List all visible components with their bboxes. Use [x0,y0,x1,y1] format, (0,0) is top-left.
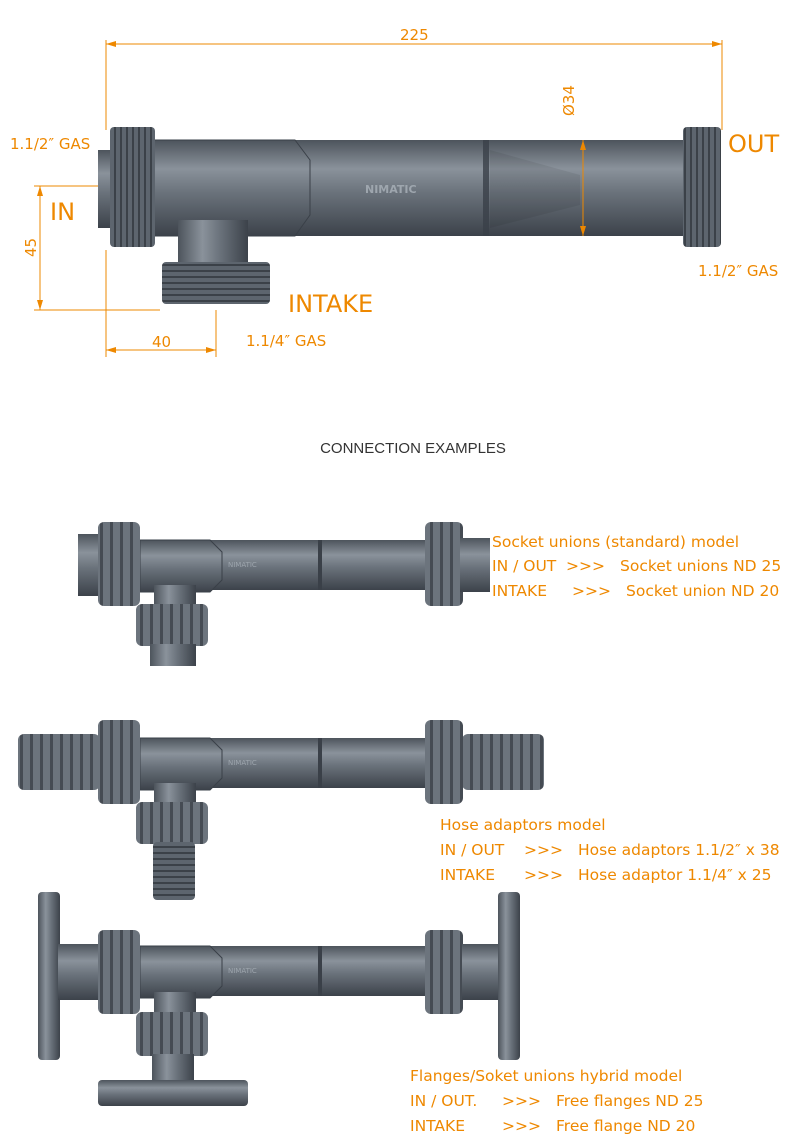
main-ejector: NIMATIC [98,127,721,304]
example-3-title: Flanges/Soket unions hybrid model [410,1067,683,1085]
fitting-label: Socket unions ND 25 [620,557,782,575]
brand-label-1: NIMATIC [228,561,257,569]
intake-port-label: INTAKE [288,290,374,318]
flanges-hybrid-model: NIMATIC [38,892,520,1106]
port-label: IN / OUT. [410,1092,478,1110]
arrow-label: >>> [572,582,611,600]
port-label: INTAKE [440,866,495,884]
arrow-label: >>> [524,866,563,884]
example-2-row-2: INTAKE >>> Hose adaptor 1.1/4″ x 25 [440,866,772,884]
fitting-label: Hose adaptors 1.1/2″ x 38 [578,841,780,859]
dimension-diameter: Ø34 [560,85,578,116]
fitting-label: Hose adaptor 1.1/4″ x 25 [578,866,772,884]
example-3-row-1: IN / OUT. >>> Free flanges ND 25 [410,1092,703,1110]
arrow-label: >>> [502,1092,541,1110]
example-2-title: Hose adaptors model [440,816,606,834]
intake-thread-label: 1.1/4″ GAS [246,332,327,350]
arrow-label: >>> [502,1117,541,1135]
port-label: IN / OUT [492,557,557,575]
fitting-label: Free flanges ND 25 [556,1092,704,1110]
socket-unions-model: NIMATIC [78,522,490,666]
port-label: INTAKE [492,582,547,600]
arrow-label: >>> [524,841,563,859]
brand-label-3: NIMATIC [228,967,257,975]
dimension-lines [34,40,723,357]
example-1-title: Socket unions (standard) model [492,533,740,551]
in-thread-label: 1.1/2″ GAS [10,135,91,153]
out-thread-label: 1.1/2″ GAS [698,262,779,280]
dimension-height: 45 [22,237,40,257]
port-label: INTAKE [410,1117,465,1135]
port-label: IN / OUT [440,841,505,859]
example-3-row-2: INTAKE >>> Free flange ND 20 [410,1117,695,1135]
section-title: CONNECTION EXAMPLES [320,440,506,457]
arrow-label: >>> [566,557,605,575]
dimension-length: 225 [400,26,429,44]
hose-adaptors-model: NIMATIC [18,720,544,900]
dimension-offset: 40 [152,333,172,351]
fitting-label: Socket union ND 20 [626,582,780,600]
brand-label-2: NIMATIC [228,759,257,767]
fitting-label: Free flange ND 20 [556,1117,696,1135]
example-2-row-1: IN / OUT >>> Hose adaptors 1.1/2″ x 38 [440,841,780,859]
example-1-row-2: INTAKE >>> Socket union ND 20 [492,582,779,600]
example-1-row-1: IN / OUT >>> Socket unions ND 25 [492,557,781,575]
in-port-label: IN [50,198,76,226]
brand-label: NIMATIC [365,183,417,196]
out-port-label: OUT [728,130,780,158]
